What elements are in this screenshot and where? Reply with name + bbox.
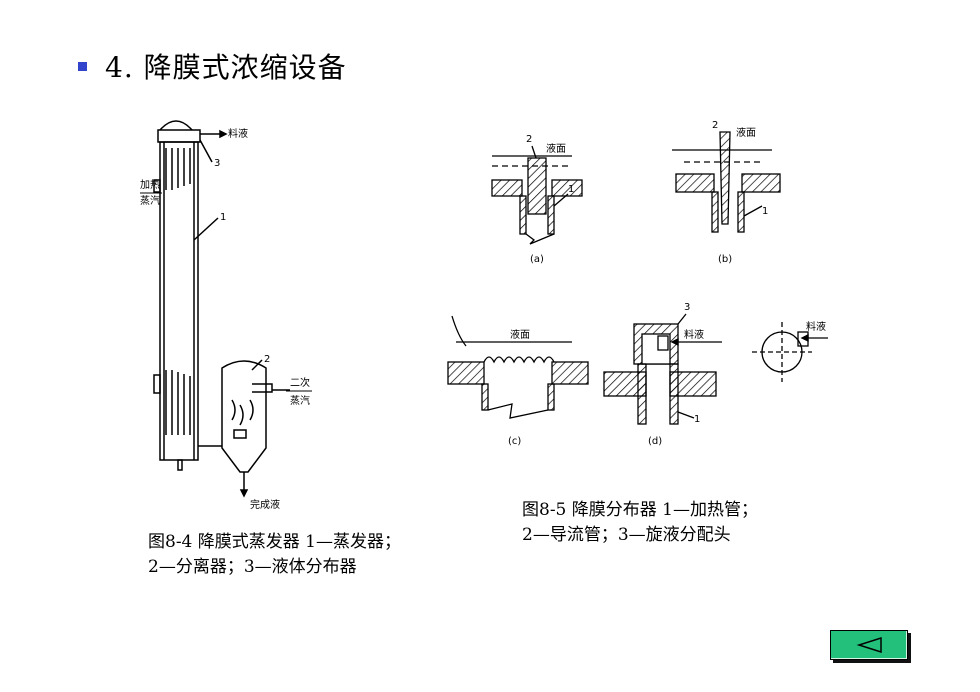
back-button[interactable] — [830, 630, 908, 660]
c-liquid-level-label: 液面 — [510, 328, 530, 341]
number-3-label: 3 — [214, 158, 220, 169]
d-number-1-label: 1 — [694, 414, 700, 425]
c-caption: (c) — [508, 436, 521, 447]
a-caption: (a) — [530, 254, 544, 265]
evaporator-caption-line-2: 2—分离器；3—液体分布器 — [148, 557, 357, 577]
secondary-steam-label: 蒸汽 — [290, 394, 310, 407]
heating-label: 加热 — [140, 178, 160, 191]
d-feed-label: 料液 — [684, 328, 704, 341]
b-number-1-label: 1 — [762, 206, 768, 217]
distributor-caption-line-2: 2—导流管；3—旋液分配头 — [522, 525, 731, 545]
heating-steam-label: 蒸汽 — [140, 194, 160, 207]
evaporator-caption: 图8-4 降膜式蒸发器 1—蒸发器； 2—分离器；3—液体分布器 — [148, 530, 401, 580]
b-caption: (b) — [718, 254, 732, 265]
number-2-label: 2 — [264, 354, 270, 365]
evaporator-caption-line-1: 图8-4 降膜式蒸发器 1—蒸发器； — [148, 532, 401, 552]
a-number-1-label: 1 — [568, 184, 574, 195]
distributor-d-drawing — [603, 313, 722, 425]
slide-heading: 4. 降膜式浓缩设备 — [78, 46, 347, 86]
d-caption: (d) — [648, 436, 662, 447]
product-label: 完成液 — [250, 498, 280, 511]
distributor-top-view-drawing — [752, 322, 828, 382]
a-liquid-level-label: 液面 — [546, 142, 566, 155]
e-feed-label: 料液 — [806, 320, 826, 333]
number-1-label: 1 — [220, 212, 226, 223]
feed-label: 料液 — [228, 127, 248, 140]
distributor-a-drawing — [491, 145, 583, 245]
distributor-caption: 图8-5 降膜分布器 1—加热管； 2—导流管；3—旋液分配头 — [522, 498, 758, 548]
distributor-caption-line-1: 图8-5 降膜分布器 1—加热管； — [522, 500, 758, 520]
secondary-label: 二次 — [290, 376, 310, 389]
bullet-icon — [78, 61, 87, 71]
d-number-3-label: 3 — [684, 302, 690, 313]
slide-title: 4. 降膜式浓缩设备 — [105, 51, 347, 84]
b-number-2-label: 2 — [712, 120, 718, 131]
distributor-c-drawing — [447, 315, 589, 419]
b-liquid-level-label: 液面 — [736, 126, 756, 139]
distributor-b-drawing — [672, 131, 781, 233]
distributor-figure: 2 液面 1 (a) 2 液面 1 (b) 液面 (c) — [422, 106, 836, 464]
evaporator-figure: 料液 3 1 加热 蒸汽 2 二次 蒸汽 完成液 — [140, 100, 320, 520]
triangle-left-icon — [856, 636, 882, 654]
a-number-2-label: 2 — [526, 134, 532, 145]
evaporator-drawing — [153, 120, 290, 498]
